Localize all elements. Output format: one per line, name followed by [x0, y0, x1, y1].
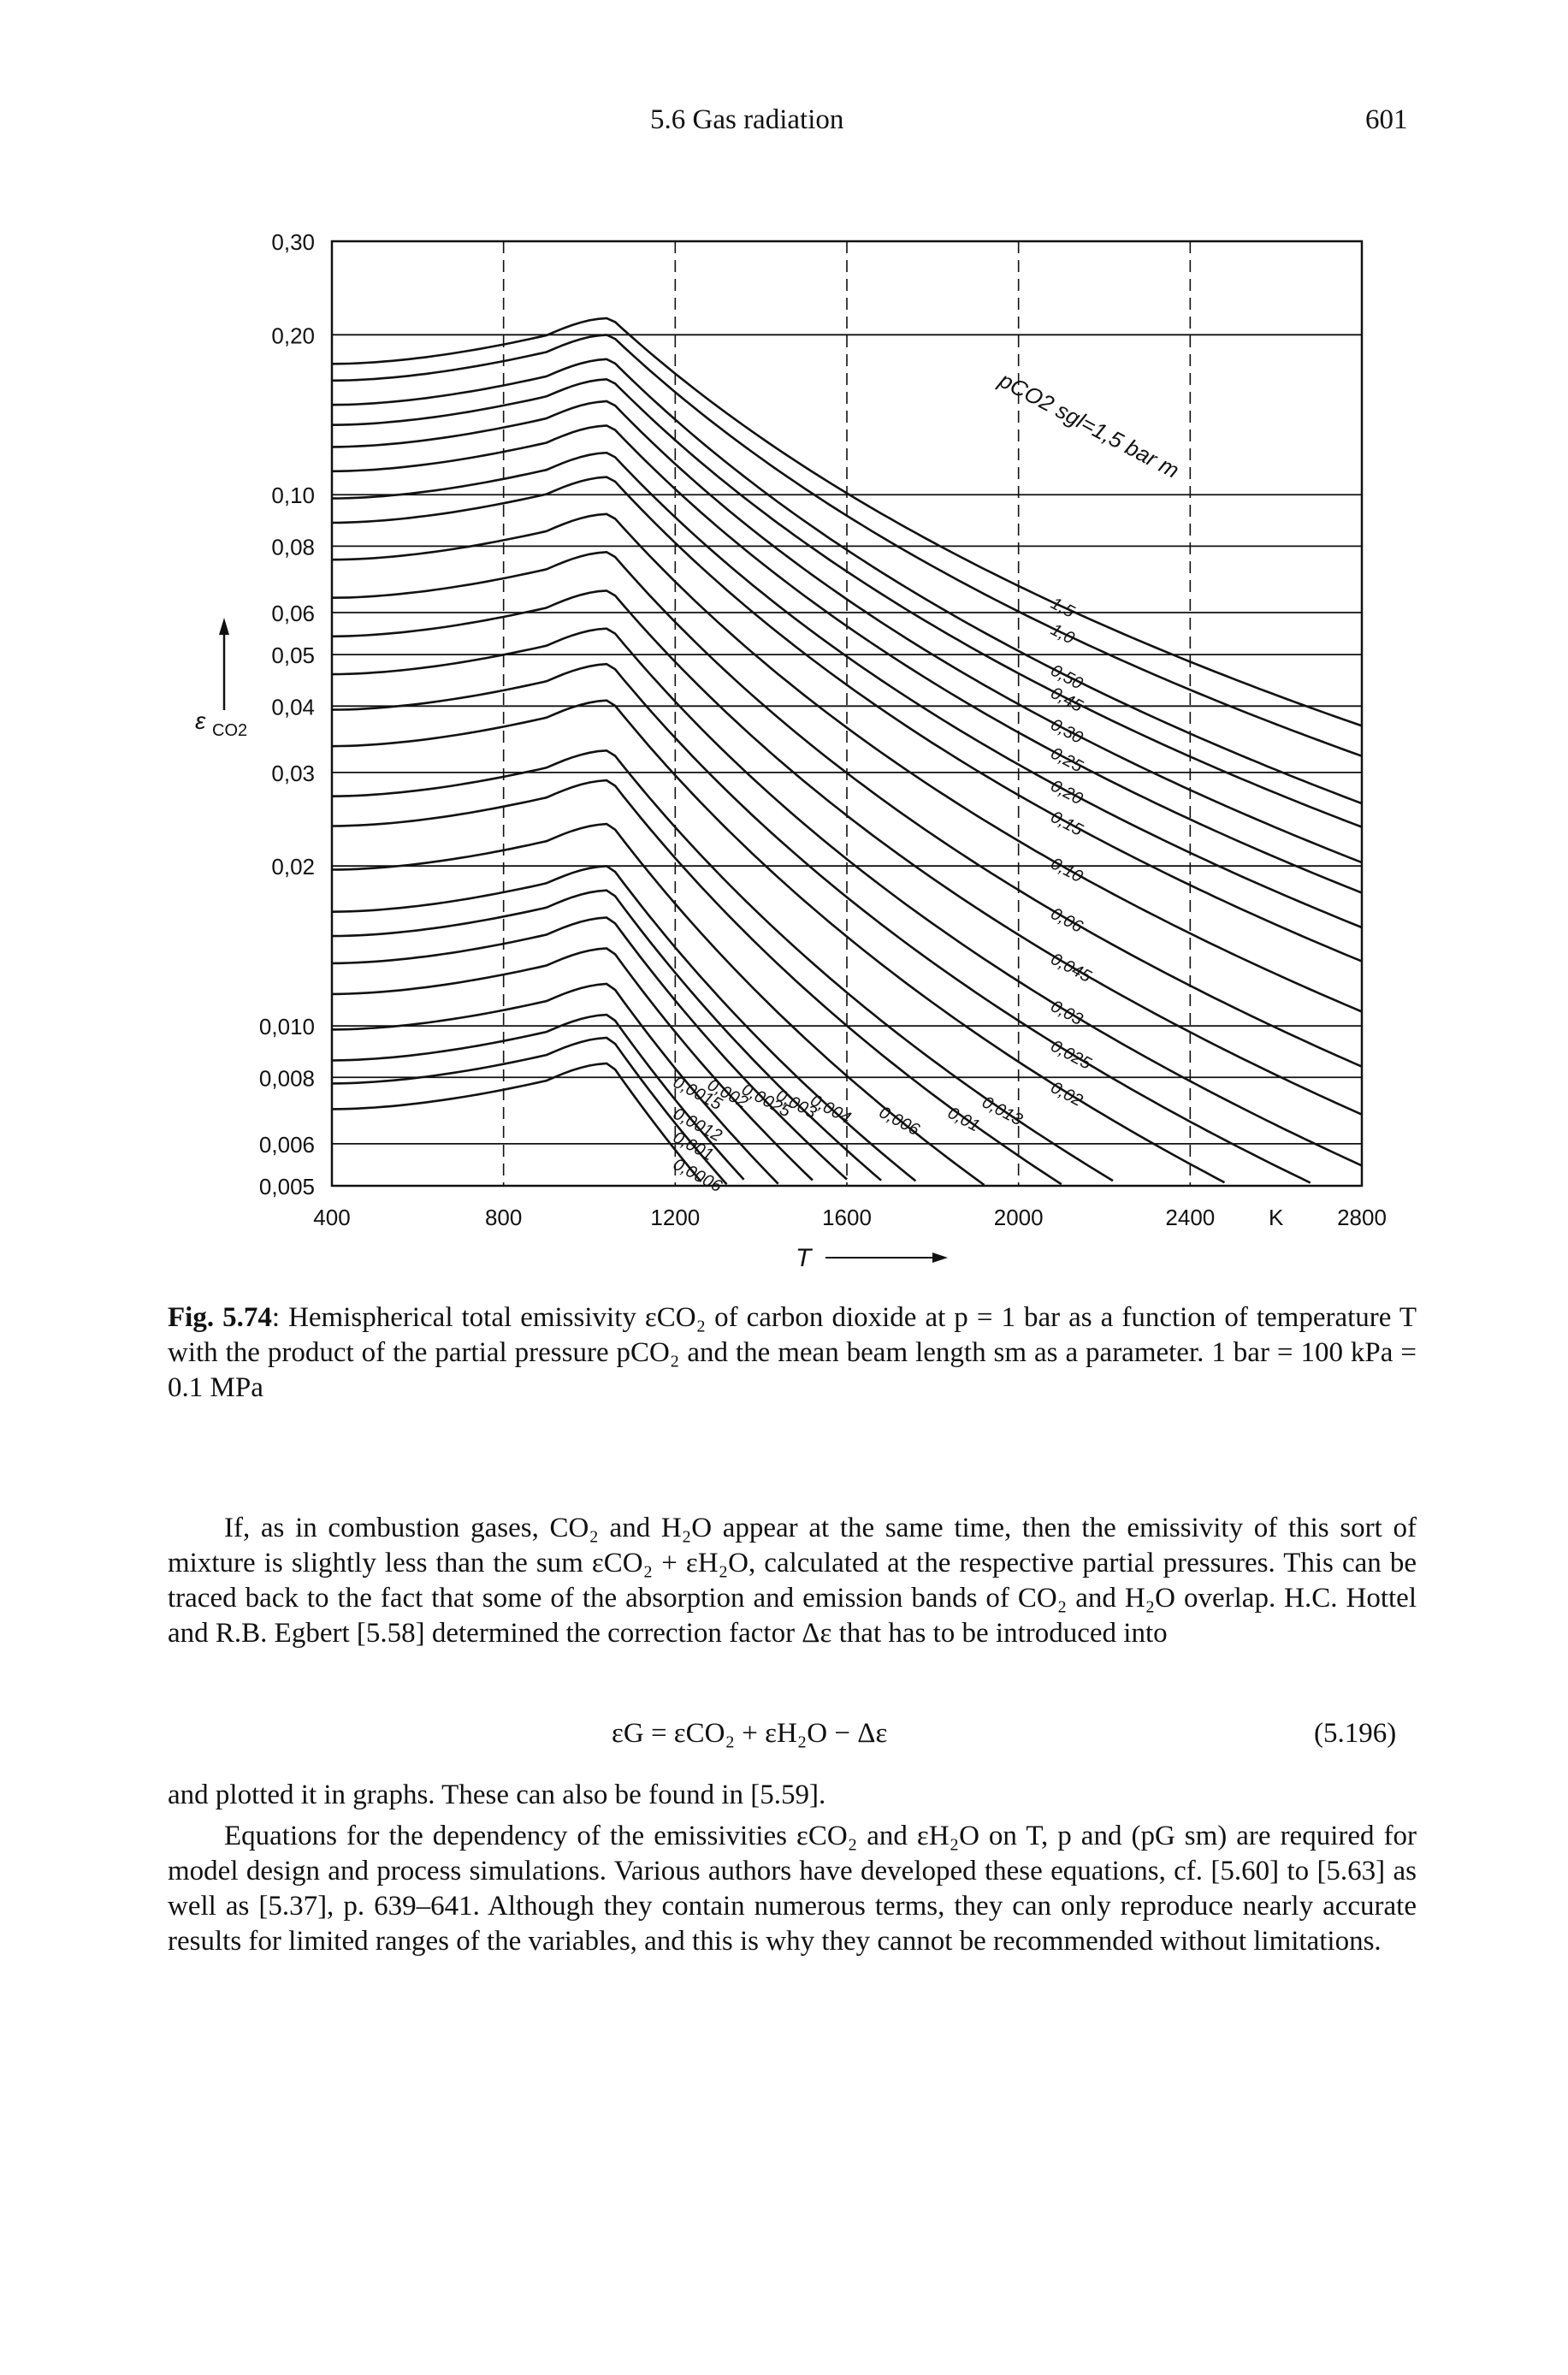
paragraph-2: and plotted it in graphs. These can also…	[168, 1780, 826, 1810]
x-tick-label: 2400	[1165, 1205, 1215, 1230]
series-curve-20	[331, 947, 814, 1182]
y-tick-label: 0,05	[271, 643, 315, 668]
y-axis-label-subscript: CO2	[212, 721, 247, 740]
series-curve-6	[331, 451, 1363, 929]
y-tick-label: 0,10	[271, 483, 315, 508]
running-header: 5.6 Gas radiation	[650, 104, 844, 135]
series-label-15: 0,01	[944, 1104, 983, 1136]
x-tick-label: 1200	[650, 1205, 700, 1230]
series-curve-19	[331, 916, 848, 1181]
series-curve-22	[331, 1013, 745, 1181]
series-curve-0	[331, 317, 1363, 727]
series-curve-13	[331, 699, 1226, 1184]
series-curve-11	[331, 627, 1363, 1167]
series-curve-16	[331, 822, 985, 1187]
series-curve-21	[331, 982, 779, 1185]
x-tick-label: 400	[313, 1205, 350, 1230]
series-curve-17	[331, 864, 917, 1182]
y-axis-arrowhead	[219, 618, 229, 635]
series-curve-8	[331, 512, 1363, 1013]
series-curve-23	[331, 1036, 728, 1186]
equation: εG = εCO₂ + εH₂O − Δε	[612, 1718, 888, 1749]
figure-caption: Fig. 5.74: Hemispherical total emissivit…	[168, 1302, 1417, 1403]
series-label-6: 0,20	[1048, 777, 1086, 809]
series-label-11: 0,03	[1048, 997, 1086, 1029]
series-label-12: 0,025	[1048, 1037, 1095, 1074]
series-label-1: 1,0	[1048, 620, 1078, 648]
series-curve-5	[331, 424, 1363, 894]
series-label-16: 0,006	[876, 1103, 923, 1140]
series-label-9: 0,06	[1048, 904, 1086, 937]
equation-number: (5.196)	[1314, 1718, 1397, 1749]
series-label-7: 0,15	[1048, 808, 1086, 840]
series-label-8: 0,10	[1048, 854, 1086, 886]
caption-label: Fig. 5.74	[168, 1302, 272, 1333]
series-curve-3	[331, 377, 1363, 828]
x-axis-label: T	[796, 1244, 814, 1272]
paragraph-3: Equations for the dependency of the emis…	[168, 1821, 1417, 1957]
x-tick-label: 2800	[1337, 1205, 1387, 1230]
series-curve-12	[331, 662, 1311, 1184]
parameter-label: pCO2 sgl=1,5 bar m	[994, 366, 1183, 483]
y-tick-label: 0,006	[259, 1132, 315, 1158]
series-curve-2	[331, 358, 1363, 805]
x-tick-label: 1600	[822, 1205, 872, 1230]
y-tick-label: 0,08	[271, 534, 315, 560]
series-label-24: 0,0006	[670, 1155, 725, 1197]
series-curve-15	[331, 779, 1062, 1186]
series-curve-7	[331, 476, 1363, 962]
series-label-0: 1,5	[1048, 594, 1079, 622]
paragraph-1: If, as in combustion gases, CO₂ and H₂O …	[168, 1513, 1417, 1649]
x-axis-arrowhead	[932, 1253, 948, 1263]
x-tick-label: 800	[485, 1205, 522, 1230]
y-tick-label: 0,005	[259, 1174, 315, 1199]
x-tick-label: 2000	[994, 1205, 1044, 1230]
series-curve-1	[331, 334, 1363, 757]
y-tick-label: 0,02	[271, 854, 315, 880]
y-tick-label: 0,04	[271, 694, 315, 720]
series-label-4: 0,30	[1048, 715, 1086, 748]
series-curve-18	[331, 889, 882, 1182]
series-curve-4	[331, 400, 1363, 864]
y-tick-label: 0,03	[271, 761, 315, 786]
series-label-13: 0,02	[1048, 1078, 1086, 1111]
y-tick-label: 0,06	[271, 601, 315, 626]
x-axis-unit: K	[1269, 1205, 1284, 1230]
series-curve-10	[331, 589, 1363, 1116]
y-axis-label: ε	[195, 708, 206, 734]
series-label-3: 0,45	[1048, 684, 1086, 716]
y-tick-label: 0,010	[259, 1014, 315, 1039]
y-tick-label: 0,30	[271, 229, 315, 255]
series-curve-24	[331, 1062, 702, 1182]
series-curve-9	[331, 550, 1363, 1068]
y-tick-label: 0,20	[271, 323, 315, 348]
series-label-10: 0,045	[1048, 950, 1095, 986]
caption-text: Hemispherical total emissivity εCO₂ of c…	[168, 1302, 1417, 1403]
series-curve-14	[331, 749, 1114, 1182]
y-tick-label: 0,008	[259, 1065, 315, 1091]
page-number: 601	[1365, 104, 1408, 135]
